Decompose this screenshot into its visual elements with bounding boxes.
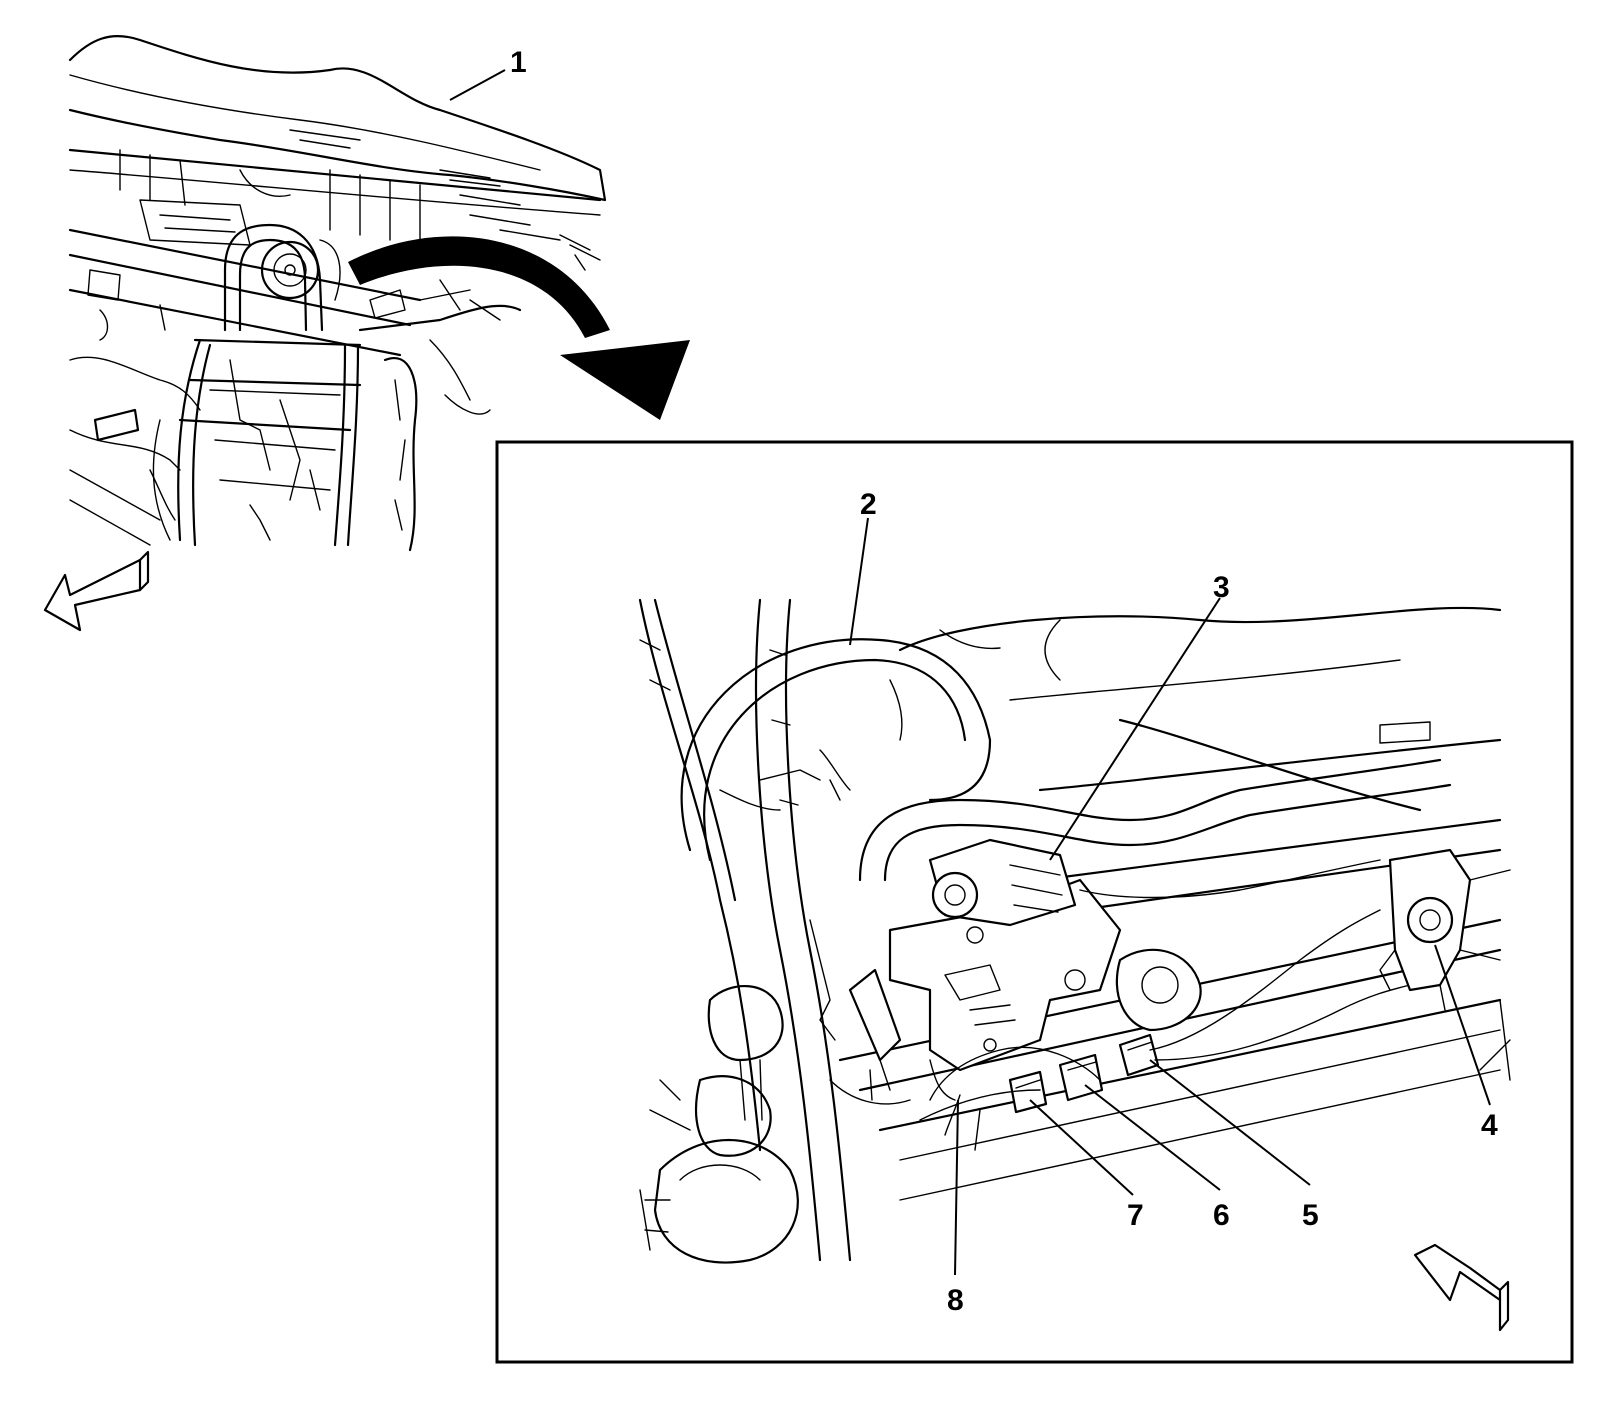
callout-5: 5: [1302, 1199, 1319, 1232]
direction-arrow-icon-detail: [1413, 1243, 1510, 1332]
curved-arrow-icon: [348, 236, 690, 420]
overview-illustration: [68, 35, 607, 552]
harness-tube: [680, 638, 992, 852]
direction-arrow-icon: [43, 550, 150, 632]
callout-8: 8: [947, 1284, 964, 1317]
connector-6: [1058, 1053, 1104, 1102]
callout-2: 2: [860, 488, 877, 521]
leader-lines: [449, 69, 1491, 1276]
callout-7: 7: [1127, 1199, 1144, 1232]
detail-illustration: [638, 598, 1511, 1264]
connector-7: [1008, 1070, 1048, 1114]
callout-3: 3: [1213, 571, 1230, 604]
carpet-cover: [68, 35, 607, 202]
callout-4: 4: [1481, 1109, 1498, 1142]
callout-1: 1: [510, 46, 527, 79]
callout-6: 6: [1213, 1199, 1230, 1232]
